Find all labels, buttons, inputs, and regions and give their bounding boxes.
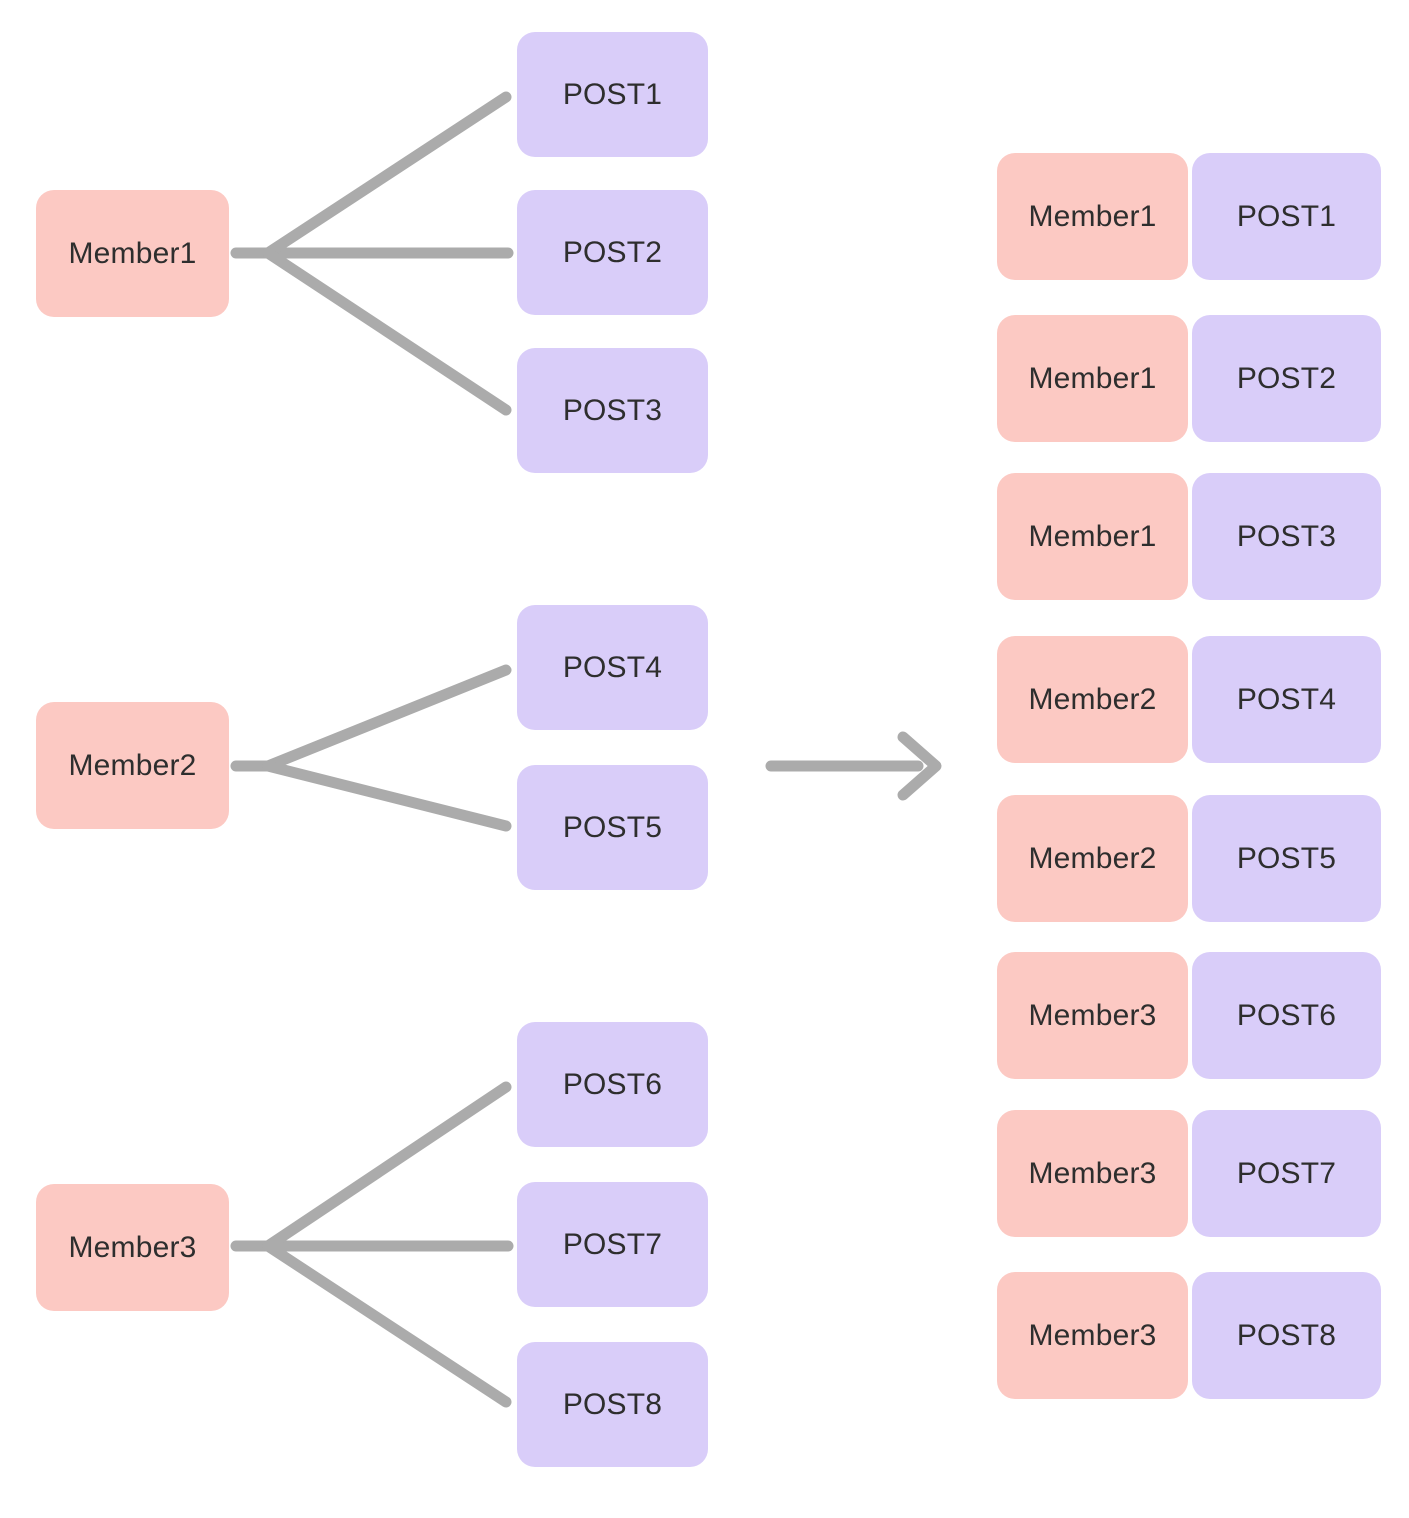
pair-row-1-post-cell: POST1 xyxy=(1192,153,1381,280)
post-node-6: POST6 xyxy=(517,1022,708,1147)
pair-row-4: Member2 POST4 xyxy=(997,636,1381,763)
pair-row-7-member-label: Member3 xyxy=(1028,1156,1157,1190)
post-node-2: POST2 xyxy=(517,190,708,315)
pair-row-3-post-label: POST3 xyxy=(1236,519,1337,553)
post-node-5: POST5 xyxy=(517,765,708,890)
post-node-3: POST3 xyxy=(517,348,708,473)
pair-row-7-post-label: POST7 xyxy=(1236,1156,1337,1190)
post-node-5-label: POST5 xyxy=(562,810,663,844)
member-node-2-label: Member2 xyxy=(68,748,197,782)
pair-row-2-post-cell: POST2 xyxy=(1192,315,1381,442)
pair-row-3: Member1 POST3 xyxy=(997,473,1381,600)
post-node-4: POST4 xyxy=(517,605,708,730)
member-node-2: Member2 xyxy=(36,702,229,829)
pair-row-6: Member3 POST6 xyxy=(997,952,1381,1079)
flow-arrow-icon xyxy=(765,731,942,801)
pair-row-3-member-label: Member1 xyxy=(1028,519,1157,553)
pair-row-6-post-cell: POST6 xyxy=(1192,952,1381,1079)
flow-arrow-head xyxy=(897,731,942,801)
pair-row-5-member-cell: Member2 xyxy=(997,795,1188,922)
member3-post6-line xyxy=(262,1081,512,1252)
post-node-2-label: POST2 xyxy=(562,235,663,269)
pair-row-1-member-label: Member1 xyxy=(1028,199,1157,233)
post-node-1: POST1 xyxy=(517,32,708,157)
pair-row-7-post-cell: POST7 xyxy=(1192,1110,1381,1237)
post-node-4-label: POST4 xyxy=(562,650,663,684)
pair-row-8: Member3 POST8 xyxy=(997,1272,1381,1399)
pair-row-5: Member2 POST5 xyxy=(997,795,1381,922)
member3-post8-line xyxy=(262,1240,512,1408)
pair-row-6-member-cell: Member3 xyxy=(997,952,1188,1079)
member-node-3-label: Member3 xyxy=(68,1230,197,1264)
post-node-1-label: POST1 xyxy=(562,77,663,111)
pair-row-1: Member1 POST1 xyxy=(997,153,1381,280)
member2-post4-line xyxy=(262,664,512,772)
pair-row-7-member-cell: Member3 xyxy=(997,1110,1188,1237)
pair-row-6-post-label: POST6 xyxy=(1236,998,1337,1032)
pair-row-8-post-label: POST8 xyxy=(1236,1318,1337,1352)
pair-row-2-member-label: Member1 xyxy=(1028,361,1157,395)
member-node-3: Member3 xyxy=(36,1184,229,1311)
pair-row-5-member-label: Member2 xyxy=(1028,841,1157,875)
pair-row-4-post-cell: POST4 xyxy=(1192,636,1381,763)
post-node-3-label: POST3 xyxy=(562,393,663,427)
pair-row-8-member-label: Member3 xyxy=(1028,1318,1157,1352)
pair-row-4-post-label: POST4 xyxy=(1236,682,1337,716)
pair-row-4-member-cell: Member2 xyxy=(997,636,1188,763)
pair-row-1-member-cell: Member1 xyxy=(997,153,1188,280)
pair-row-2-post-label: POST2 xyxy=(1236,361,1337,395)
pair-row-2-member-cell: Member1 xyxy=(997,315,1188,442)
post-node-7-label: POST7 xyxy=(562,1227,663,1261)
post-node-8-label: POST8 xyxy=(562,1387,663,1421)
pair-row-5-post-cell: POST5 xyxy=(1192,795,1381,922)
pair-row-5-post-label: POST5 xyxy=(1236,841,1337,875)
pair-row-2: Member1 POST2 xyxy=(997,315,1381,442)
pair-row-3-member-cell: Member1 xyxy=(997,473,1188,600)
member-node-1-label: Member1 xyxy=(68,236,197,270)
member-node-1: Member1 xyxy=(36,190,229,317)
pair-row-3-post-cell: POST3 xyxy=(1192,473,1381,600)
pair-row-8-member-cell: Member3 xyxy=(997,1272,1188,1399)
post-node-8: POST8 xyxy=(517,1342,708,1467)
member1-post3-line xyxy=(262,247,512,416)
pair-row-1-post-label: POST1 xyxy=(1236,199,1337,233)
pair-row-7: Member3 POST7 xyxy=(997,1110,1381,1237)
post-node-7: POST7 xyxy=(517,1182,708,1307)
pair-row-8-post-cell: POST8 xyxy=(1192,1272,1381,1399)
member1-post1-line xyxy=(262,91,512,259)
pair-row-6-member-label: Member3 xyxy=(1028,998,1157,1032)
post-node-6-label: POST6 xyxy=(562,1067,663,1101)
member2-post5-line xyxy=(262,760,512,832)
pair-row-4-member-label: Member2 xyxy=(1028,682,1157,716)
